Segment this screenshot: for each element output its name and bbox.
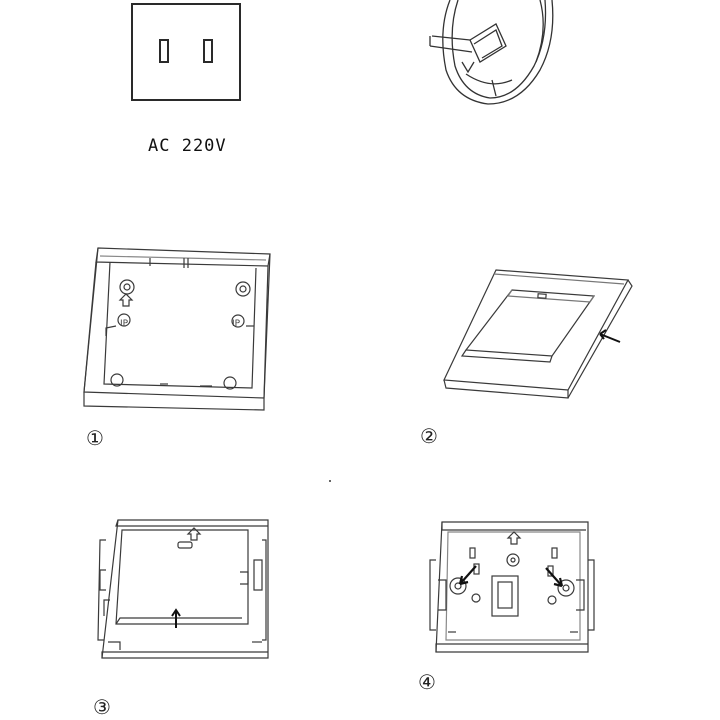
step-number-3: ③ <box>93 695 111 719</box>
step-number-4: ④ <box>418 670 436 694</box>
svg-text:IP: IP <box>232 319 241 329</box>
socket-face-outline <box>131 3 241 101</box>
voltage-label: AC 220V <box>148 136 227 156</box>
svg-text:IP: IP <box>120 319 129 329</box>
step-number-1: ① <box>86 426 104 450</box>
stray-dot <box>329 480 331 482</box>
mounting-frame-drawing <box>429 521 595 653</box>
socket-slot-right <box>203 39 213 63</box>
socket-slot-left <box>159 39 169 63</box>
plug-adapter-drawing <box>429 0 554 105</box>
assembled-switch-drawing <box>443 269 633 399</box>
face-plate-drawing <box>97 519 269 659</box>
step-number-2: ② <box>420 424 438 448</box>
back-box-drawing: IP IP <box>83 247 271 411</box>
